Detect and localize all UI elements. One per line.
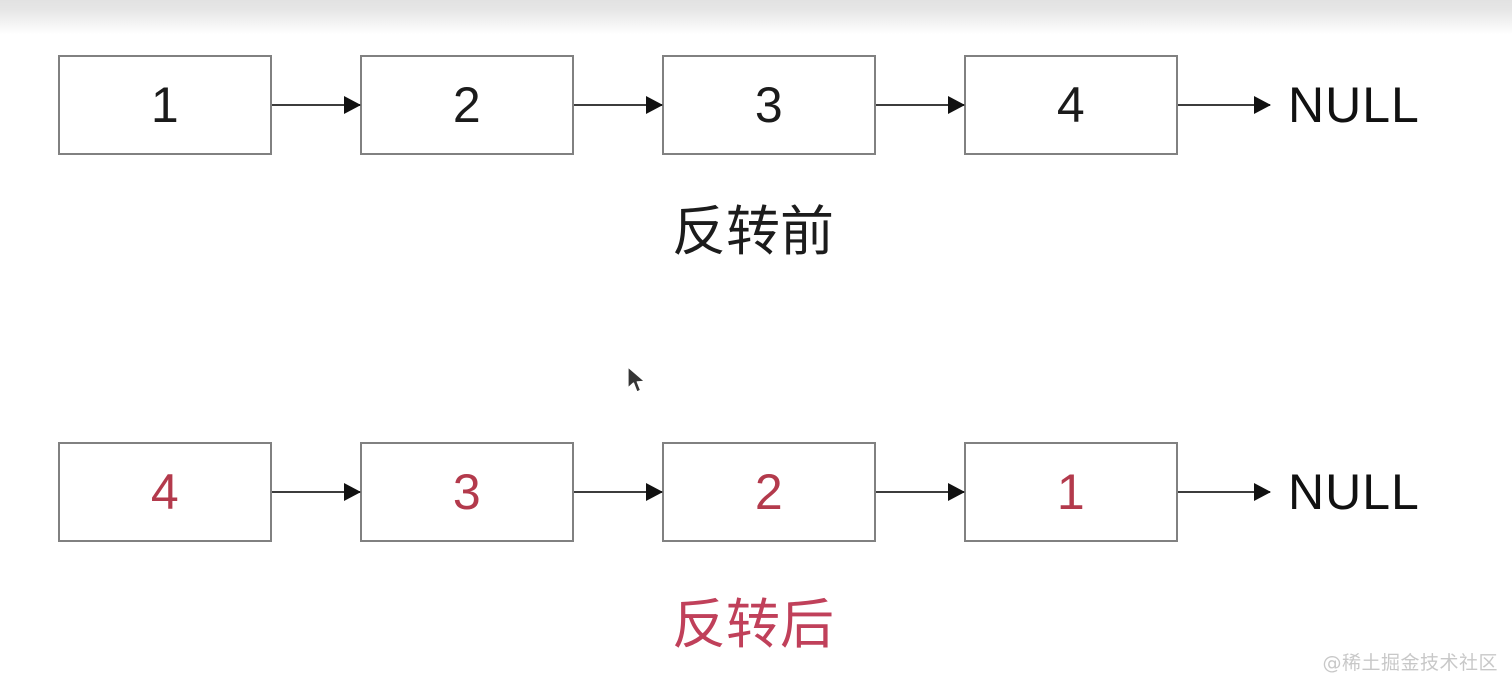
node-value: 4 — [150, 464, 180, 520]
arrow-connector-icon — [272, 442, 361, 542]
arrow-head — [1254, 96, 1271, 114]
arrow-connector-icon — [1178, 442, 1271, 542]
arrow-head — [646, 483, 663, 501]
arrow-connector-icon — [272, 55, 361, 155]
arrow-connector-icon — [876, 442, 965, 542]
node-value: 3 — [452, 464, 482, 520]
arrow-head — [646, 96, 663, 114]
arrow-head — [344, 483, 361, 501]
arrow-shaft — [272, 491, 360, 493]
arrow-connector-icon — [574, 442, 663, 542]
arrow-connector-icon — [1178, 55, 1271, 155]
arrow-shaft — [272, 104, 360, 106]
caption-after-reversal: 反转后 — [672, 593, 834, 656]
arrow-head — [948, 483, 965, 501]
list-node: 1 — [964, 442, 1178, 542]
list-node: 4 — [964, 55, 1178, 155]
node-value: 4 — [1056, 77, 1086, 133]
caption-before-reversal: 反转前 — [672, 200, 834, 263]
node-value: 2 — [452, 77, 482, 133]
arrow-shaft — [1178, 104, 1270, 106]
arrow-connector-icon — [876, 55, 965, 155]
list-node: 4 — [58, 442, 272, 542]
arrow-pointer-icon — [627, 366, 646, 393]
arrow-head — [948, 96, 965, 114]
list-node: 3 — [360, 442, 574, 542]
arrow-head — [344, 96, 361, 114]
list-node: 1 — [58, 55, 272, 155]
arrow-shaft — [876, 104, 964, 106]
null-terminator-label: NULL — [1288, 77, 1420, 133]
list-node: 2 — [360, 55, 574, 155]
arrow-head — [1254, 483, 1271, 501]
arrow-shaft — [876, 491, 964, 493]
list-node: 3 — [662, 55, 876, 155]
list-node: 2 — [662, 442, 876, 542]
linked-list-before: 1 2 3 4 NULL — [58, 55, 1420, 155]
arrow-shaft — [574, 491, 662, 493]
node-value: 3 — [754, 77, 784, 133]
node-value: 1 — [1056, 464, 1086, 520]
watermark-label: @稀土掘金技术社区 — [1322, 652, 1498, 674]
arrow-shaft — [1178, 491, 1270, 493]
null-terminator-label: NULL — [1288, 464, 1420, 520]
node-value: 1 — [150, 77, 180, 133]
linked-list-after: 4 3 2 1 NULL — [58, 442, 1420, 542]
arrow-connector-icon — [574, 55, 663, 155]
node-value: 2 — [754, 464, 784, 520]
arrow-shaft — [574, 104, 662, 106]
